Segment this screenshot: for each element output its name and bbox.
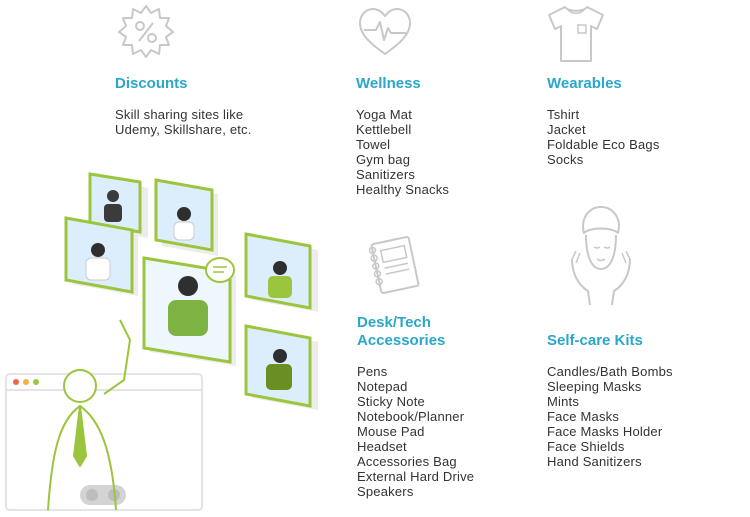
selfcare-item: Candles/Bath Bombs (547, 364, 673, 379)
wellness-item: Kettlebell (356, 122, 412, 137)
heart-pulse-icon (356, 6, 414, 58)
selfcare-item: Face Masks (547, 409, 620, 424)
desk-heading-line-2: Accessories (357, 332, 446, 349)
wearables-heading: Wearables (547, 75, 622, 92)
wearables-item: Jacket (547, 122, 586, 137)
discounts-line-2: Udemy, Skillshare, etc. (115, 122, 252, 137)
selfcare-item: Mints (547, 394, 580, 409)
desk-item: External Hard Drive (357, 469, 475, 484)
desk-list: Pens Notepad Sticky Note Notebook/Planne… (357, 364, 474, 499)
spa-face-icon (566, 203, 636, 309)
desk-item: Notepad (357, 379, 408, 394)
wellness-item: Healthy Snacks (356, 182, 450, 197)
wellness-item: Gym bag (356, 152, 411, 167)
desk-heading-line-1: Desk/Tech (357, 314, 431, 331)
desk-item: Mouse Pad (357, 424, 425, 439)
wearables-item: Socks (547, 152, 584, 167)
tshirt-icon (545, 3, 607, 65)
video-call-illustration (0, 170, 335, 517)
wellness-item: Yoga Mat (356, 107, 413, 122)
selfcare-item: Face Shields (547, 439, 625, 454)
selfcare-item: Sleeping Masks (547, 379, 642, 394)
desk-item: Notebook/Planner (357, 409, 465, 424)
desk-item: Accessories Bag (357, 454, 457, 469)
wellness-list: Yoga Mat Kettlebell Towel Gym bag Saniti… (356, 107, 449, 197)
wearables-item: Tshirt (547, 107, 580, 122)
wellness-item: Towel (356, 137, 391, 152)
percent-badge-icon (117, 4, 175, 58)
desk-item: Headset (357, 439, 407, 454)
wellness-item: Sanitizers (356, 167, 416, 182)
wellness-heading: Wellness (356, 75, 421, 92)
notebook-icon (362, 232, 428, 298)
desk-item: Sticky Note (357, 394, 425, 409)
selfcare-heading: Self-care Kits (547, 332, 643, 349)
wearables-list: Tshirt Jacket Foldable Eco Bags Socks (547, 107, 660, 167)
wearables-item: Foldable Eco Bags (547, 137, 660, 152)
desk-item: Pens (357, 364, 388, 379)
desk-item: Speakers (357, 484, 414, 499)
selfcare-item: Hand Sanitizers (547, 454, 642, 469)
discounts-heading: Discounts (115, 75, 188, 92)
selfcare-list: Candles/Bath Bombs Sleeping Masks Mints … (547, 364, 673, 469)
selfcare-item: Face Masks Holder (547, 424, 663, 439)
discounts-line-1: Skill sharing sites like (115, 107, 244, 122)
